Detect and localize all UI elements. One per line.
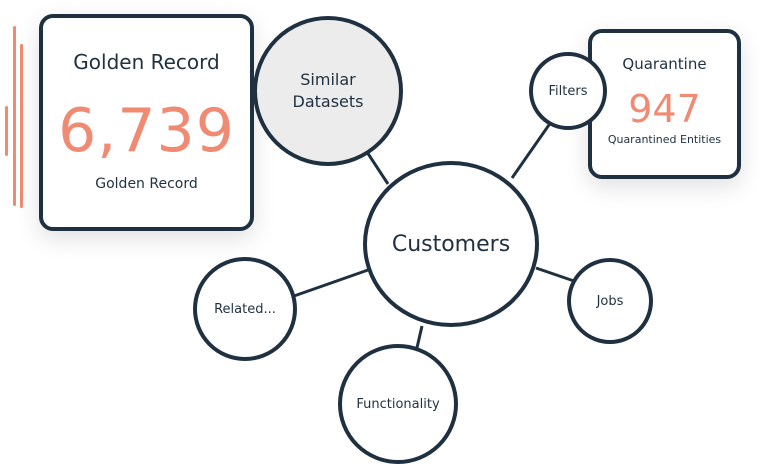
golden-record-title: Golden Record — [73, 50, 220, 74]
link-filters — [510, 121, 553, 179]
node-similar-datasets[interactable]: Similar Datasets — [253, 16, 403, 166]
node-filters-label: Filters — [548, 83, 588, 99]
node-related-label: Related... — [214, 301, 276, 317]
quarantine-count: 947 — [628, 87, 701, 131]
golden-record-caption: Golden Record — [95, 176, 198, 192]
node-customers[interactable]: Customers — [363, 161, 539, 327]
link-related — [293, 268, 369, 298]
node-functionality[interactable]: Functionality — [338, 344, 458, 464]
quarantine-caption: Quarantined Entities — [607, 133, 722, 146]
quarantine-title: Quarantine — [622, 55, 707, 73]
node-jobs[interactable]: Jobs — [567, 258, 653, 344]
node-customers-label: Customers — [391, 231, 511, 257]
accent-line — [13, 26, 16, 206]
golden-record-count: 6,739 — [58, 96, 235, 166]
node-similar-datasets-label: Similar Datasets — [292, 70, 364, 111]
accent-line — [5, 106, 8, 156]
node-jobs-label: Jobs — [596, 293, 624, 309]
accent-line — [20, 44, 23, 208]
link-similar — [363, 148, 390, 185]
node-filters[interactable]: Filters — [529, 52, 607, 130]
node-functionality-label: Functionality — [356, 396, 440, 412]
golden-record-card[interactable]: Golden Record 6,739 Golden Record — [39, 14, 254, 231]
node-related[interactable]: Related... — [193, 257, 297, 361]
link-jobs — [535, 266, 575, 283]
quarantine-card[interactable]: Quarantine 947 Quarantined Entities — [588, 29, 741, 179]
